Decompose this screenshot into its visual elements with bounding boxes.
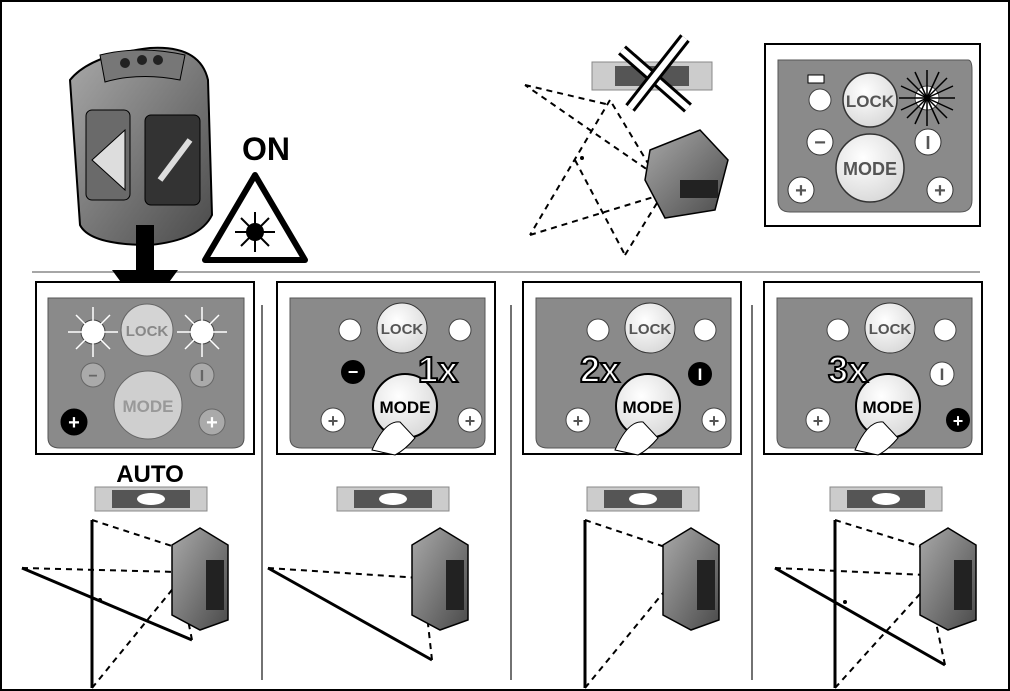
level-bubble-2x: [587, 487, 699, 511]
level-bubble-1x: [337, 487, 449, 511]
lock-label: LOCK: [126, 323, 169, 340]
one-icon: I: [698, 365, 703, 384]
mode-label: MODE: [863, 398, 914, 417]
lock-label: LOCK: [381, 321, 424, 338]
press-count-label: 1x: [418, 349, 458, 390]
lock-label: LOCK: [869, 321, 912, 338]
one-icon: I: [940, 365, 945, 384]
plus-icon: +: [953, 411, 964, 431]
mode-label: MODE: [123, 397, 174, 416]
minus-icon: −: [348, 362, 359, 382]
mode-label: MODE: [843, 159, 897, 179]
plus-icon: +: [68, 412, 80, 434]
plus-icon: +: [934, 180, 946, 202]
control-panel-top: LOCK − MODE I + +: [765, 44, 980, 226]
mode-label: MODE: [380, 398, 431, 417]
plus-icon: +: [465, 411, 476, 431]
one-icon: I: [925, 133, 930, 153]
lock-label: LOCK: [629, 321, 672, 338]
control-panel-auto: LOCK − I MODE + +: [36, 282, 254, 454]
level-bubble-auto: [95, 487, 207, 511]
press-count-label: 3x: [828, 349, 868, 390]
plus-icon: +: [206, 412, 218, 434]
one-icon: I: [200, 368, 204, 385]
press-count-label: 2x: [580, 349, 620, 390]
on-label: ON: [242, 131, 290, 167]
plus-icon: +: [328, 411, 339, 431]
lock-label: LOCK: [846, 92, 895, 111]
control-panel-3x: LOCK I MODE + + 3x: [764, 282, 982, 455]
level-bubble-3x: [830, 487, 942, 511]
laser-device-large: [70, 48, 212, 245]
minus-icon: −: [814, 132, 826, 154]
control-panel-1x: LOCK − MODE + + 1x: [277, 282, 495, 455]
plus-icon: +: [709, 411, 720, 431]
plus-icon: +: [795, 180, 807, 202]
auto-label: AUTO: [116, 461, 184, 488]
flash-burst: [899, 70, 955, 126]
mode-label: MODE: [623, 398, 674, 417]
control-panel-2x: LOCK I MODE + + 2x: [523, 282, 741, 455]
plus-icon: +: [813, 411, 824, 431]
minus-icon: −: [88, 368, 97, 385]
plus-icon: +: [573, 411, 584, 431]
